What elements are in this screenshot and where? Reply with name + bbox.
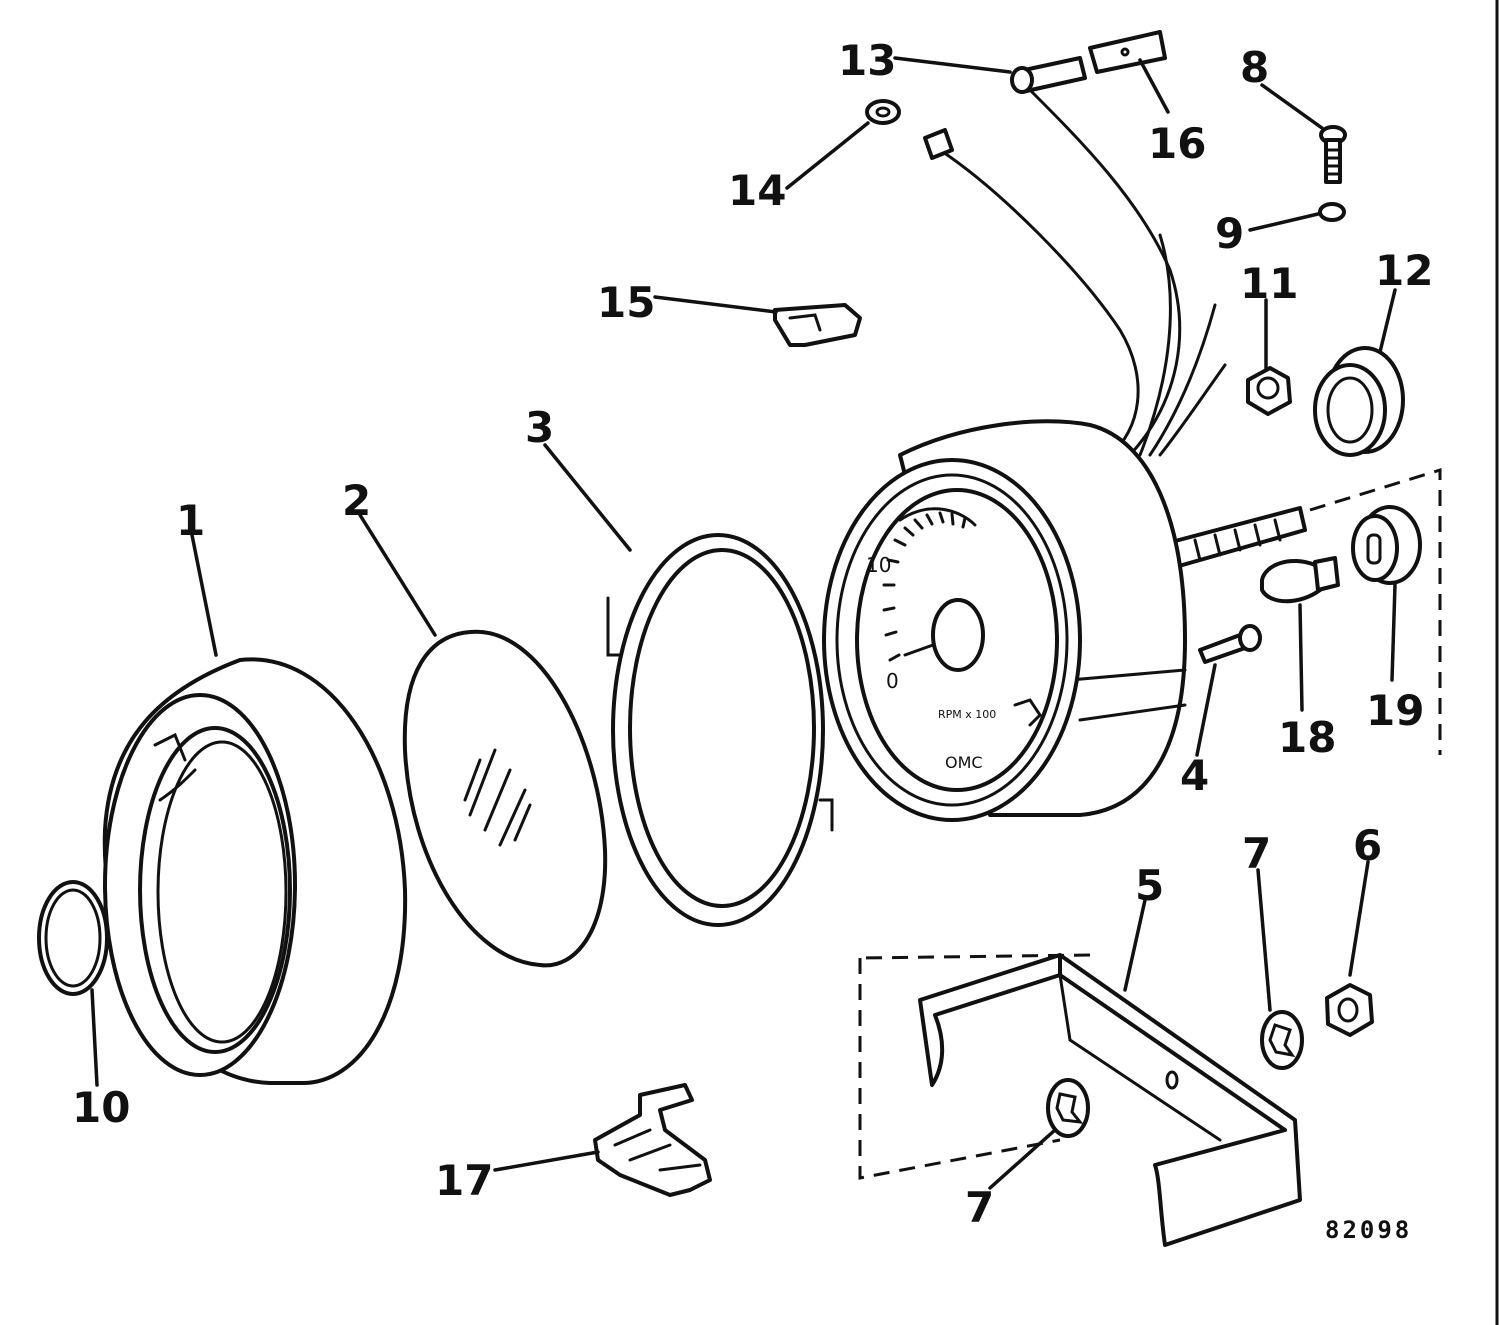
callout-4: 4 [1180, 751, 1209, 800]
dial-scale-label: RPM x 100 [938, 708, 996, 721]
part-14-ring-terminal [865, 99, 954, 160]
callout-18: 18 [1278, 713, 1336, 762]
part-17-clip [593, 1083, 712, 1197]
callout-17: 17 [435, 1156, 493, 1205]
tachometer-body: 10 0 RPM x 100 OMC [822, 88, 1307, 822]
callout-2: 2 [342, 476, 371, 525]
part-6-hex-nut [1325, 983, 1374, 1037]
callout-15: 15 [597, 278, 655, 327]
part-18-bulb [1260, 556, 1340, 604]
dial-mark-10: 10 [866, 553, 891, 577]
part-15-clip [773, 303, 862, 347]
callout-5: 5 [1135, 861, 1164, 910]
bracket-group-outline [858, 953, 1091, 1180]
part-7-star-washer-upper [1260, 1010, 1304, 1070]
part-16-spade-terminal [1088, 30, 1167, 74]
callout-10: 10 [72, 1083, 130, 1132]
figure-id: 82098 [1325, 1216, 1412, 1244]
callout-8: 8 [1240, 43, 1269, 92]
callout-7-upper: 7 [1242, 829, 1271, 878]
callout-9: 9 [1215, 209, 1244, 258]
part-10-small-lens [37, 880, 109, 996]
part-13-spade-terminal [1010, 56, 1087, 94]
callout-1: 1 [176, 496, 205, 545]
part-2-lens [402, 629, 608, 968]
part-11-nut [1246, 366, 1292, 416]
part-4-screw [1198, 624, 1262, 664]
dial-mark-0: 0 [886, 669, 899, 693]
callout-12: 12 [1375, 246, 1433, 295]
bulb-group-outline [1309, 467, 1442, 755]
callout-7-lower: 7 [965, 1183, 994, 1232]
dial-brand: OMC [945, 753, 983, 772]
part-8-screw [1319, 125, 1347, 184]
part-19-socket [1351, 505, 1422, 585]
part-1-bezel [102, 657, 408, 1086]
part-3-gasket [606, 533, 834, 927]
part-12-grommet [1313, 346, 1405, 457]
callout-13: 13 [838, 36, 896, 85]
callout-labels: 1 2 3 4 5 6 7 7 8 9 10 11 12 13 14 15 16… [72, 36, 1433, 1232]
callout-16: 16 [1148, 119, 1206, 168]
part-7-star-washer-lower [1046, 1078, 1090, 1138]
callout-3: 3 [525, 403, 554, 452]
part-5-bracket [918, 953, 1302, 1247]
leader-lines [90, 56, 1397, 1190]
callout-19: 19 [1366, 686, 1424, 735]
part-9-lock-washer [1318, 202, 1346, 222]
callout-6: 6 [1353, 821, 1382, 870]
callout-11: 11 [1240, 259, 1298, 308]
callout-14: 14 [728, 166, 786, 215]
